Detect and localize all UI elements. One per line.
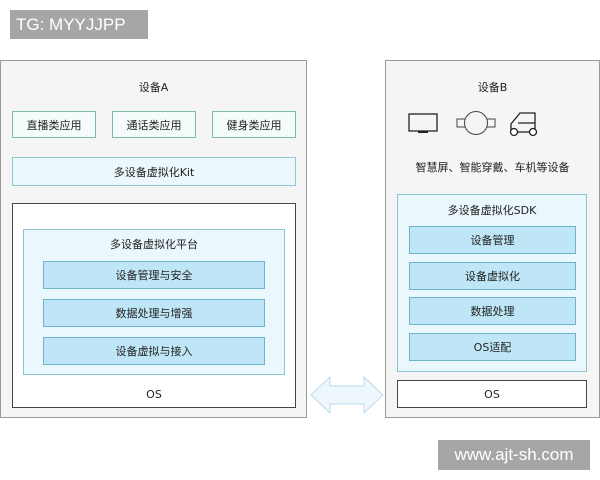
watermark-bottom: www.ajt-sh.com (438, 440, 590, 470)
tv-icon (408, 113, 438, 133)
app-fitness: 健身类应用 (212, 111, 296, 138)
device-b-caption: 智慧屏、智能穿戴、车机等设备 (415, 161, 570, 174)
app-live-streaming: 直播类应用 (12, 111, 96, 138)
sdk-module-device-virtualization: 设备虚拟化 (409, 262, 576, 290)
car-icon (509, 112, 538, 137)
device-b-os-box: OS (397, 380, 587, 408)
watermark-top: TG: MYYJJPP (10, 10, 148, 39)
virtualization-kit: 多设备虚拟化Kit (12, 157, 296, 186)
wearable-watch-icon (456, 111, 496, 135)
platform-title: 多设备虚拟化平台 (110, 238, 198, 251)
device-b-title: 设备B (477, 81, 508, 94)
device-a-os-label: OS (146, 387, 162, 401)
device-a-title: 设备A (138, 81, 169, 94)
module-device-virtual-access: 设备虚拟与接入 (43, 337, 265, 365)
bidirectional-arrow-icon (310, 376, 384, 414)
sdk-module-device-mgmt: 设备管理 (409, 226, 576, 254)
sdk-module-os-adapter: OS适配 (409, 333, 576, 361)
module-device-mgmt-security: 设备管理与安全 (43, 261, 265, 289)
sdk-title: 多设备虚拟化SDK (447, 204, 537, 217)
app-calling: 通话类应用 (112, 111, 196, 138)
module-data-processing-enhance: 数据处理与增强 (43, 299, 265, 327)
sdk-module-data-processing: 数据处理 (409, 297, 576, 325)
